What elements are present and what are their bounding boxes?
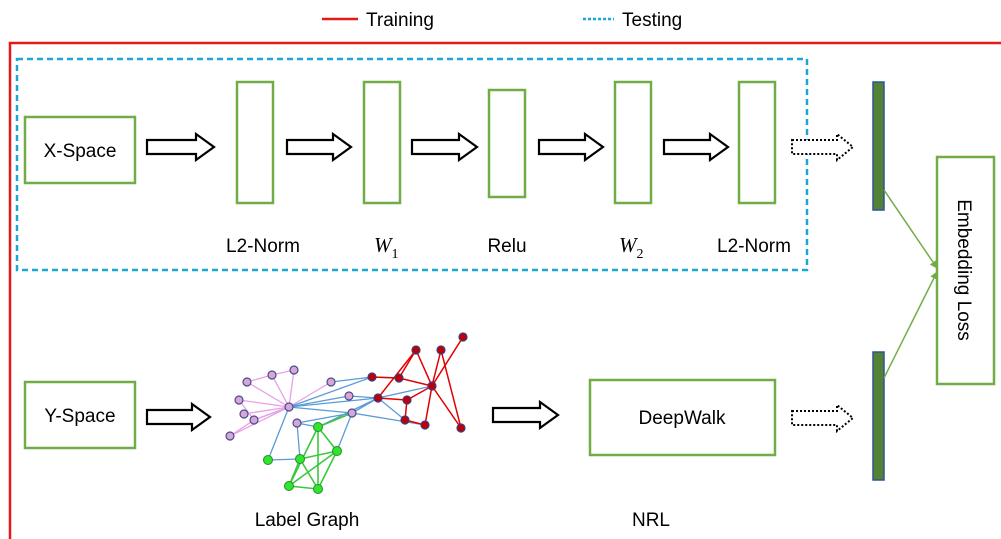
label-graph-caption: Label Graph [255, 510, 360, 531]
embedding-loss-label: Embedding Loss [953, 199, 974, 341]
w2-layer [613, 80, 653, 205]
l2-norm-layer-1 [235, 80, 275, 205]
arrow-l2norm-to-w1 [285, 131, 353, 163]
label-graph [225, 332, 468, 494]
arrow-w2-to-l2norm [662, 131, 730, 163]
label-graph-pink-nodes [225, 365, 357, 441]
w2-subscript: 2 [637, 247, 644, 262]
layer-label-w1: W1 [374, 233, 399, 262]
legend-testing-label: Testing [622, 10, 682, 31]
arrow-to-y-embedding [791, 402, 855, 434]
arrow-xspace-to-l2norm [145, 131, 216, 163]
embedding-loss-box [935, 155, 996, 386]
label-graph-pink-edges [229, 369, 332, 437]
arrow-graph-to-deepwalk [491, 399, 560, 431]
w1-layer [362, 80, 402, 205]
relu-layer [487, 88, 527, 199]
arrow-to-x-embedding [791, 131, 855, 163]
w1-subscript: 1 [392, 247, 399, 262]
layer-label-relu: Relu [487, 236, 526, 257]
x-space-label: X-Space [44, 141, 117, 162]
layer-label-l2-norm-1: L2-Norm [226, 236, 300, 257]
x-space-box [23, 115, 137, 185]
l2-norm-layer-2 [737, 80, 777, 205]
arrow-relu-to-w2 [537, 131, 605, 163]
w2-letter: W [619, 233, 639, 257]
y-embedding-to-loss-line [883, 271, 938, 379]
layer-label-w2: W2 [619, 233, 644, 262]
x-embedding-to-loss-line [883, 189, 938, 269]
w1-letter: W [374, 233, 394, 257]
x-embedding-bar [872, 81, 885, 211]
legend: Training Testing [322, 10, 682, 31]
dotted-arrows [791, 131, 855, 434]
arrow-w1-to-relu [410, 131, 479, 163]
y-space-label: Y-Space [44, 406, 115, 427]
label-graph-red-nodes [367, 332, 468, 433]
testing-region-border [15, 57, 809, 272]
block-arrows [145, 131, 730, 433]
deepwalk-label: DeepWalk [639, 408, 726, 429]
label-graph-green-nodes [263, 422, 342, 494]
legend-training-label: Training [366, 10, 434, 31]
deepwalk-box [588, 378, 777, 457]
layer-label-l2-norm-2: L2-Norm [717, 236, 791, 257]
arrow-yspace-to-graph [145, 401, 212, 433]
y-space-box [23, 380, 137, 450]
y-embedding-bar [872, 351, 885, 481]
label-graph-blue-edges [267, 376, 433, 461]
training-region-border [8, 41, 1001, 539]
nrl-caption: NRL [632, 510, 670, 531]
